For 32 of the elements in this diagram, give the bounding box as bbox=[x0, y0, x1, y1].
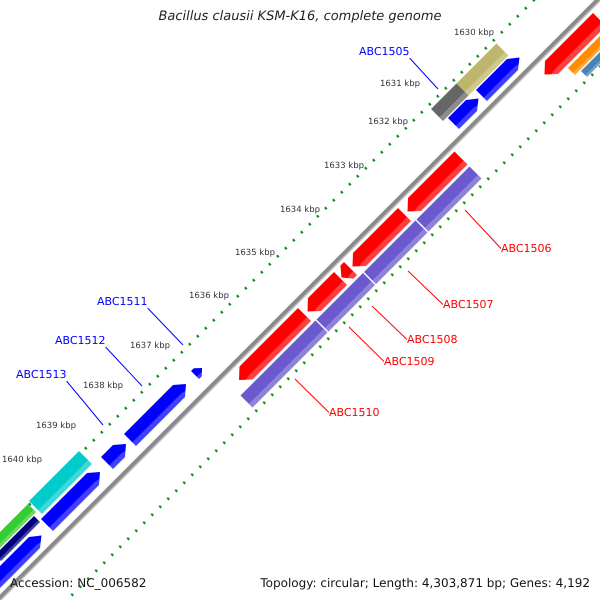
gene-label: ABC1505 bbox=[359, 45, 410, 58]
gene-label: ABC1510 bbox=[329, 406, 380, 419]
position-tick-label: 1637 kbp bbox=[130, 341, 170, 351]
gene-label: ABC1513 bbox=[16, 368, 67, 381]
gene-label: ABC1511 bbox=[97, 295, 148, 308]
position-tick-label: 1640 kbp bbox=[2, 455, 42, 465]
genome-summary-text: Topology: circular; Length: 4,303,871 bp; Genes: 4,192 bbox=[260, 576, 590, 590]
title: Bacillus clausii KSM-K16, complete genome bbox=[157, 9, 443, 24]
leader-line bbox=[147, 308, 184, 346]
leader-line bbox=[464, 210, 502, 249]
position-tick-label: 1633 kbp bbox=[324, 161, 364, 171]
position-tick-label: 1631 kbp bbox=[380, 79, 420, 89]
leader-line bbox=[294, 378, 330, 413]
position-tick-label: 1630 kbp bbox=[454, 28, 494, 38]
leader-line bbox=[348, 326, 384, 362]
gene-label: ABC1506 bbox=[501, 242, 552, 255]
leader-line bbox=[408, 270, 444, 305]
gene-label: ABC1507 bbox=[443, 298, 494, 311]
position-tick-label: 1639 kbp bbox=[36, 421, 76, 431]
leader-line bbox=[105, 346, 142, 386]
gene-label: ABC1508 bbox=[407, 333, 458, 346]
position-tick-label: 1635 kbp bbox=[234, 248, 276, 258]
gene-label: ABC1509 bbox=[384, 355, 435, 368]
leader-line bbox=[409, 58, 438, 90]
position-tick-label: 1632 kbp bbox=[368, 117, 408, 127]
accession-text: Accession: NC_006582 bbox=[10, 576, 146, 590]
position-tick-label: 1634 kbp bbox=[280, 205, 320, 215]
gene-label: ABC1512 bbox=[55, 334, 106, 347]
position-tick-label: 1638 kbp bbox=[82, 381, 124, 391]
position-tick-label: 1636 kbp bbox=[188, 291, 230, 301]
leader-line bbox=[66, 380, 104, 426]
leader-line bbox=[372, 306, 408, 340]
